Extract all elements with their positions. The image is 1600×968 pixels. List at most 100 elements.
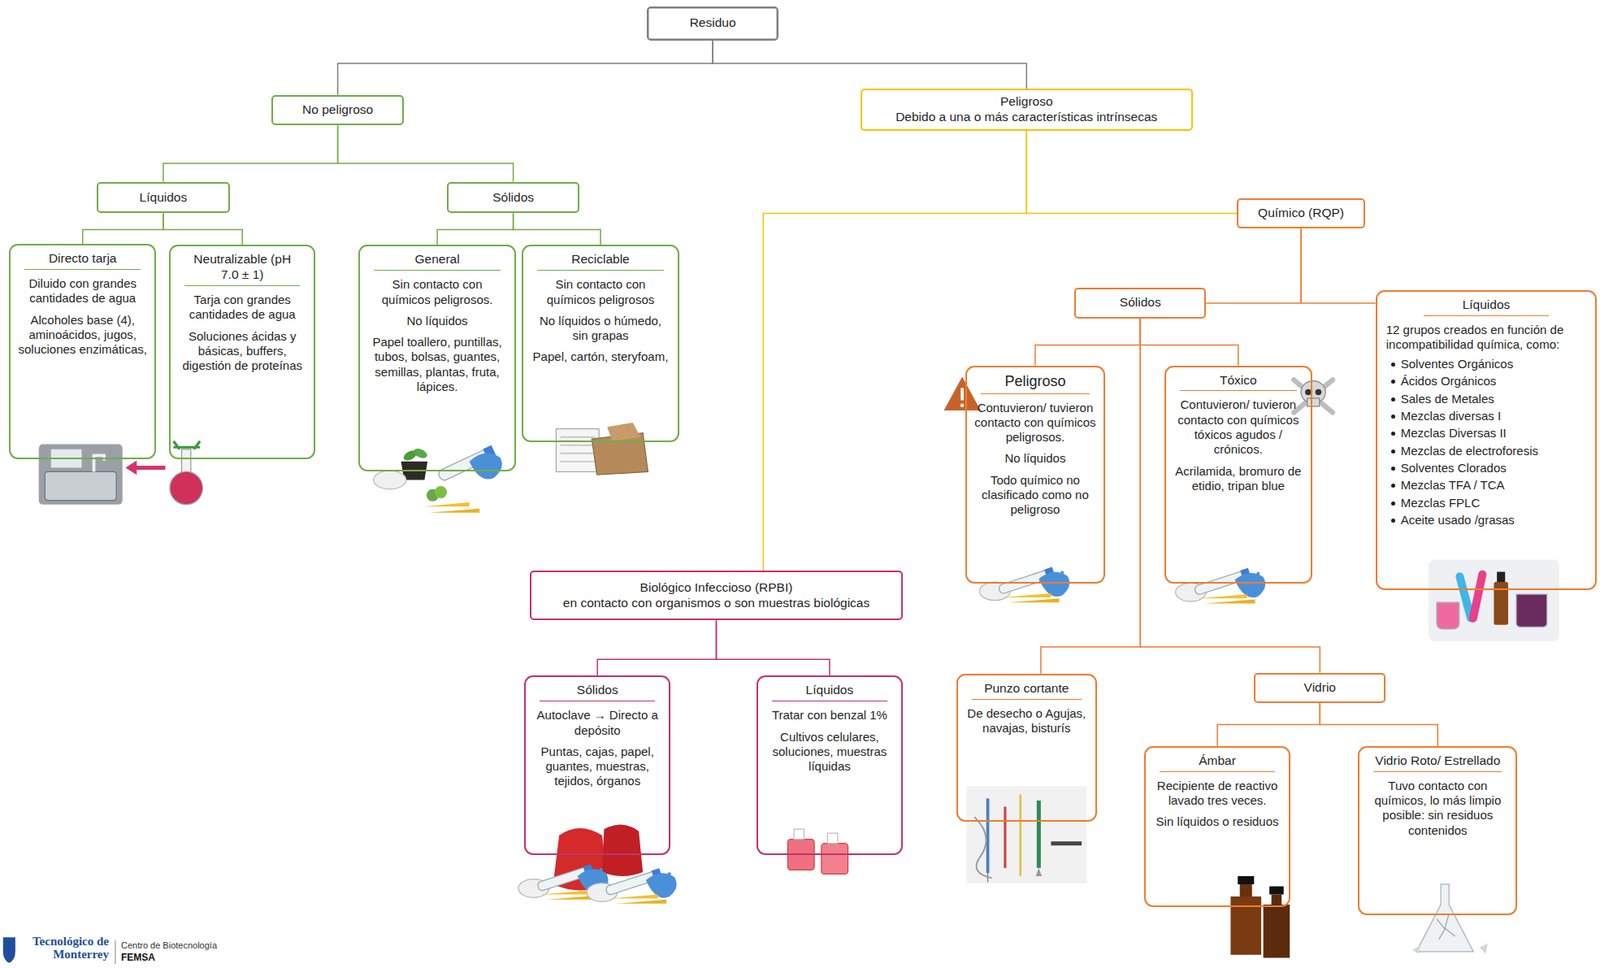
list-text: Ácidos Orgánicos	[1400, 373, 1497, 388]
card-heading: Ámbar	[1159, 753, 1276, 772]
tree-connector	[338, 40, 713, 96]
list-text: Mezclas Diversas II	[1400, 425, 1507, 440]
card-body: Tuvo contacto con químicos, lo más limpi…	[1366, 778, 1509, 838]
card-heading: Sólidos	[539, 682, 655, 702]
list-text: Mezclas TFA / TCA	[1400, 477, 1505, 492]
waste-card: TóxicoContuvieron/ tuvieron contacto con…	[1164, 365, 1313, 585]
tree-connector	[763, 130, 1027, 571]
category-box: Químico (RQP)	[1236, 198, 1366, 230]
bullet-dot	[1391, 466, 1396, 471]
card-body: De desecho o Agujas, navajas, bisturís	[965, 706, 1089, 737]
tree-connector	[1217, 702, 1320, 746]
category-box: No peligroso	[271, 95, 404, 126]
tree-connector	[437, 212, 514, 245]
box-subtitle: en contacto con organismos o son muestra…	[563, 595, 870, 612]
bullet-dot	[1391, 483, 1396, 488]
category-box: Líquidos	[96, 182, 230, 214]
tree-connector	[163, 125, 339, 183]
card-body: Acrilamida, bromuro de etidio, tripan bl…	[1173, 463, 1304, 495]
tree-connector	[1140, 318, 1239, 366]
list-item: Mezclas TFA / TCA	[1384, 477, 1588, 493]
tree-connector	[597, 620, 716, 677]
waste-card: Líquidos 12 grupos creados en función de …	[1375, 290, 1597, 590]
waste-card: Directo tarjaDiluido con grandes cantida…	[8, 243, 157, 460]
waste-card: LíquidosTratar con benzal 1% Cultivos cel…	[756, 675, 904, 855]
tree-connector	[82, 212, 164, 244]
bullet-dot	[1391, 431, 1396, 436]
list-text: Mezclas diversas I	[1400, 408, 1501, 423]
card-body: Papel toallero, puntillas, tubos, bolsas…	[367, 334, 508, 395]
category-box: Biológico Infeccioso (RPBI)en contacto c…	[529, 570, 904, 621]
card-body: Alcoholes base (4), aminoácidos, jugos, …	[17, 312, 148, 358]
card-body: Sin líquidos o residuos	[1153, 814, 1283, 829]
box-title: Químico (RQP)	[1257, 205, 1345, 222]
card-body: Recipiente de reactivo lavado tres veces…	[1153, 778, 1283, 809]
category-box: Sólidos	[446, 182, 580, 214]
box-title: Vidrio	[1304, 680, 1336, 696]
tree-connector	[1035, 318, 1141, 366]
waste-card: Neutralizable (pH 7.0 ± 1) Tarja con gran…	[169, 244, 316, 460]
box-title: Sólidos	[492, 190, 534, 206]
list-text: Solventes Clorados	[1400, 460, 1507, 475]
box-subtitle: Debido a una o más características intrí…	[895, 109, 1158, 126]
card-body: 12 grupos creados en función de incompat…	[1384, 322, 1588, 353]
tree-connector	[1140, 318, 1320, 673]
card-heading: Punzo cortante	[971, 680, 1082, 700]
logo-text: Centro de Biotecnología	[121, 940, 284, 951]
bullet-dot	[1391, 501, 1396, 506]
card-heading: Líquidos	[1423, 297, 1549, 317]
list-text: Solventes Orgánicos	[1400, 356, 1514, 371]
tree-connector	[1026, 130, 1237, 214]
list-text: Aceite usado /grasas	[1400, 512, 1515, 527]
logo-text: FEMSA	[121, 951, 219, 963]
bullet-dot	[1391, 362, 1396, 367]
list-text: Sales de Metales	[1400, 391, 1495, 406]
card-body: Tratar con benzal 1%	[765, 707, 895, 723]
waste-card: ÁmbarRecipiente de reactivo lavado tres …	[1144, 745, 1292, 907]
card-body: Soluciones ácidas y básicas, buffers, di…	[177, 329, 307, 374]
category-box: Sólidos	[1074, 287, 1206, 319]
card-heading: Tóxico	[1179, 372, 1297, 392]
list-item: Aceite usado /grasas	[1384, 512, 1588, 528]
category-box: Residuo	[646, 6, 779, 42]
bullet-dot	[1391, 379, 1396, 384]
card-body: Papel, cartón, steryfoam,	[530, 349, 672, 365]
waste-card: Vidrio Roto/ EstrelladoTuvo contacto con…	[1357, 745, 1518, 915]
category-box: PeligrosoDebido a una o más característi…	[860, 88, 1193, 131]
card-body: No líquidos o húmedo, sin grapas	[530, 313, 672, 344]
card-body: Puntas, cajas, papel, guantes, muestras,…	[533, 744, 662, 790]
card-body: Autoclave → Directo a depósito	[533, 707, 662, 738]
tree-connector	[1300, 228, 1376, 304]
tree-connector	[716, 620, 830, 677]
list-text: Mezclas de electroforesis	[1400, 443, 1539, 458]
card-body: Diluido con grandes cantidades de agua	[17, 276, 148, 307]
card-body: Contuvieron/ tuvieron contacto con quími…	[974, 400, 1097, 446]
card-heading: Líquidos	[771, 682, 889, 702]
card-body: No líquidos	[974, 450, 1097, 466]
card-heading: Peligroso	[980, 372, 1090, 395]
card-body: Tarja con grandes cantidades de agua	[177, 292, 307, 323]
list-item: Solventes Clorados	[1384, 460, 1588, 476]
waste-card: Punzo cortante De desecho o Agujas, navaj…	[956, 673, 1098, 822]
list-item: Mezclas Diversas II	[1384, 425, 1588, 441]
box-title: Biológico Infeccioso (RPBI)	[640, 580, 794, 596]
waste-card: GeneralSin contacto con químicos peligro…	[358, 244, 517, 472]
card-heading: Neutralizable (pH 7.0 ± 1)	[184, 251, 300, 287]
waste-card: SólidosAutoclave → Directo a depósitoPun…	[524, 675, 671, 855]
box-title: Residuo	[689, 15, 737, 31]
card-heading: Directo tarja	[24, 251, 141, 270]
card-body: Contuvieron/ tuvieron contacto con quími…	[1173, 397, 1304, 457]
list-item: Ácidos Orgánicos	[1384, 373, 1588, 389]
card-body: Todo químico no clasificado como no peli…	[974, 472, 1097, 518]
tree-connector	[1205, 228, 1301, 304]
card-body: Cultivos celulares, soluciones, muestras…	[765, 729, 895, 775]
card-body: Sin contacto con químicos peligrosos	[530, 277, 672, 308]
bullet-dot	[1391, 449, 1396, 454]
logo-name: Tecnológico de Monterrey	[17, 934, 109, 961]
list-item: Mezclas diversas I	[1384, 408, 1588, 424]
card-heading: Reciclable	[537, 251, 665, 271]
category-box: Vidrio	[1253, 672, 1386, 704]
